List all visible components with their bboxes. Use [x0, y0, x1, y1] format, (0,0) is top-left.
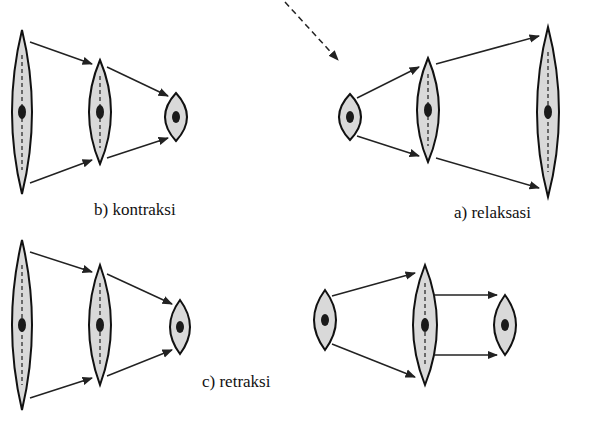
figure-label: b) kontraksi [92, 200, 178, 220]
figure-label: a) relaksasi [452, 203, 533, 223]
figure-label: c) retraksi [200, 372, 272, 392]
